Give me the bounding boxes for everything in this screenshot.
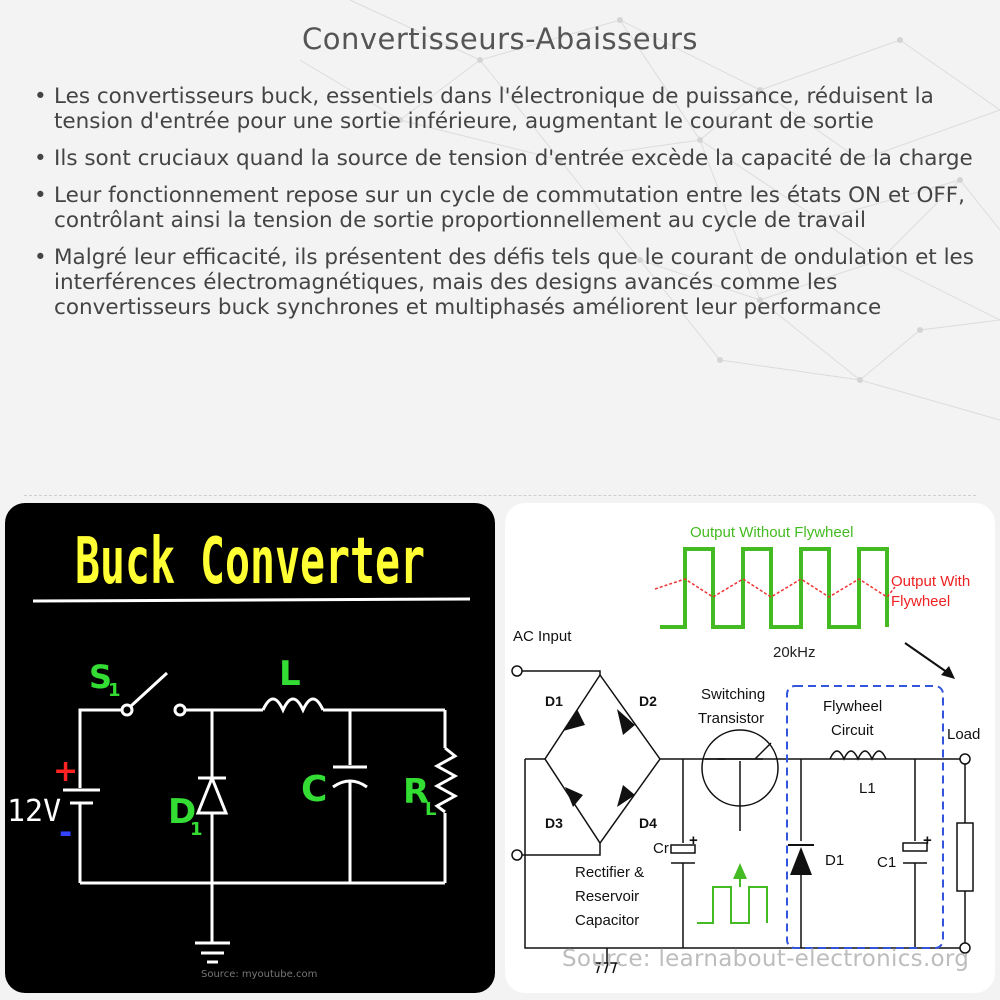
drive-arrow-icon [733, 863, 747, 879]
flywheel-diode-icon [790, 847, 812, 875]
bullet-dot: • [34, 84, 47, 109]
wave-without-label: Output Without Flywheel [690, 524, 853, 541]
diagram-heading: Buck Converter [75, 525, 425, 599]
bullet-dot: • [34, 183, 47, 208]
flywheel-circuit-box [786, 685, 944, 949]
buck-converter-schematic: Buck Converter [7, 525, 471, 964]
left-source-credit: Source: myoutube.com [201, 969, 318, 980]
l1-label: L1 [859, 780, 876, 797]
section-divider [24, 495, 976, 496]
background-network-pattern [299, 0, 1000, 421]
capacitor-label: C [301, 769, 327, 810]
d2-label: D2 [639, 693, 657, 709]
diode-label: D [168, 792, 196, 832]
load-label: Load [947, 726, 980, 743]
cr-plus: + [689, 832, 698, 849]
page-title: Convertisseurs-Abaisseurs [301, 22, 699, 56]
ac-input-label: AC Input [513, 628, 572, 645]
bullet-dot: • [34, 146, 47, 171]
drive-pulse-wave [697, 886, 768, 924]
switching-label-2: Transistor [698, 710, 764, 727]
d3-label: D3 [545, 815, 563, 831]
switch-label: S [89, 658, 112, 696]
bullet-list: • Les convertisseurs buck, essentiels dan… [32, 84, 977, 332]
flywheel-diode-label: D1 [825, 852, 844, 869]
d4-label: D4 [639, 815, 657, 831]
right-source-credit: Source: learnabout-electronics.org [562, 946, 970, 972]
polarity-plus: + [53, 754, 78, 789]
bullet-item: • Les convertisseurs buck, essentiels dan… [32, 84, 977, 134]
load-label: R [403, 772, 429, 812]
c1-label: C1 [877, 854, 896, 871]
switching-label-1: Switching [701, 686, 765, 703]
bullet-dot: • [34, 245, 47, 270]
rectifier-label-1: Rectifier & [575, 864, 644, 881]
bullet-text: Leur fonctionnement repose sur un cycle … [54, 183, 965, 233]
polarity-minus: - [59, 813, 72, 851]
circuit-wires [63, 671, 459, 964]
switch-subscript: 1 [108, 680, 121, 701]
buck-converter-diagram: Buck Converter [5, 503, 495, 993]
load-subscript: L [425, 799, 436, 820]
heading-underline [32, 597, 471, 603]
d1-label: D1 [545, 693, 563, 709]
source-voltage-label: 12V [7, 794, 61, 829]
flywheel-schematic: Output Without Flywheel Output With Flyw… [511, 524, 980, 974]
rectifier-label-3: Capacitor [575, 912, 639, 929]
bullet-text: Malgré leur efficacité, ils présentent d… [54, 245, 974, 320]
flywheel-circuit-diagram: Output Without Flywheel Output With Flyw… [505, 503, 995, 993]
pointer-arrow [904, 642, 952, 676]
wave-with-label-2: Flywheel [891, 593, 950, 610]
flywheel-label-2: Circuit [831, 722, 874, 739]
bullet-item: • Malgré leur efficacité, ils présentent … [32, 245, 977, 320]
wave-with-label-1: Output With [891, 573, 970, 590]
ripple-wave [654, 578, 896, 598]
diode-subscript: 1 [190, 819, 203, 840]
c1-plus: + [923, 832, 932, 849]
rectifier-label-2: Reservoir [575, 888, 639, 905]
square-wave [660, 547, 889, 629]
bullet-item: • Ils sont cruciaux quand la source de te… [32, 146, 977, 171]
frequency-label: 20kHz [773, 644, 816, 661]
bullet-text: Les convertisseurs buck, essentiels dans… [54, 84, 934, 134]
bullet-text: Ils sont cruciaux quand la source de ten… [54, 146, 973, 171]
cr-label: Cr [653, 840, 669, 857]
flywheel-label-1: Flywheel [823, 698, 882, 715]
pointer-arrowhead [941, 666, 955, 679]
bridge-diodes [563, 709, 635, 807]
bullet-item: • Leur fonctionnement repose sur un cycle… [32, 183, 977, 233]
inductor-label: L [279, 654, 301, 694]
circuit-wires [511, 665, 974, 974]
